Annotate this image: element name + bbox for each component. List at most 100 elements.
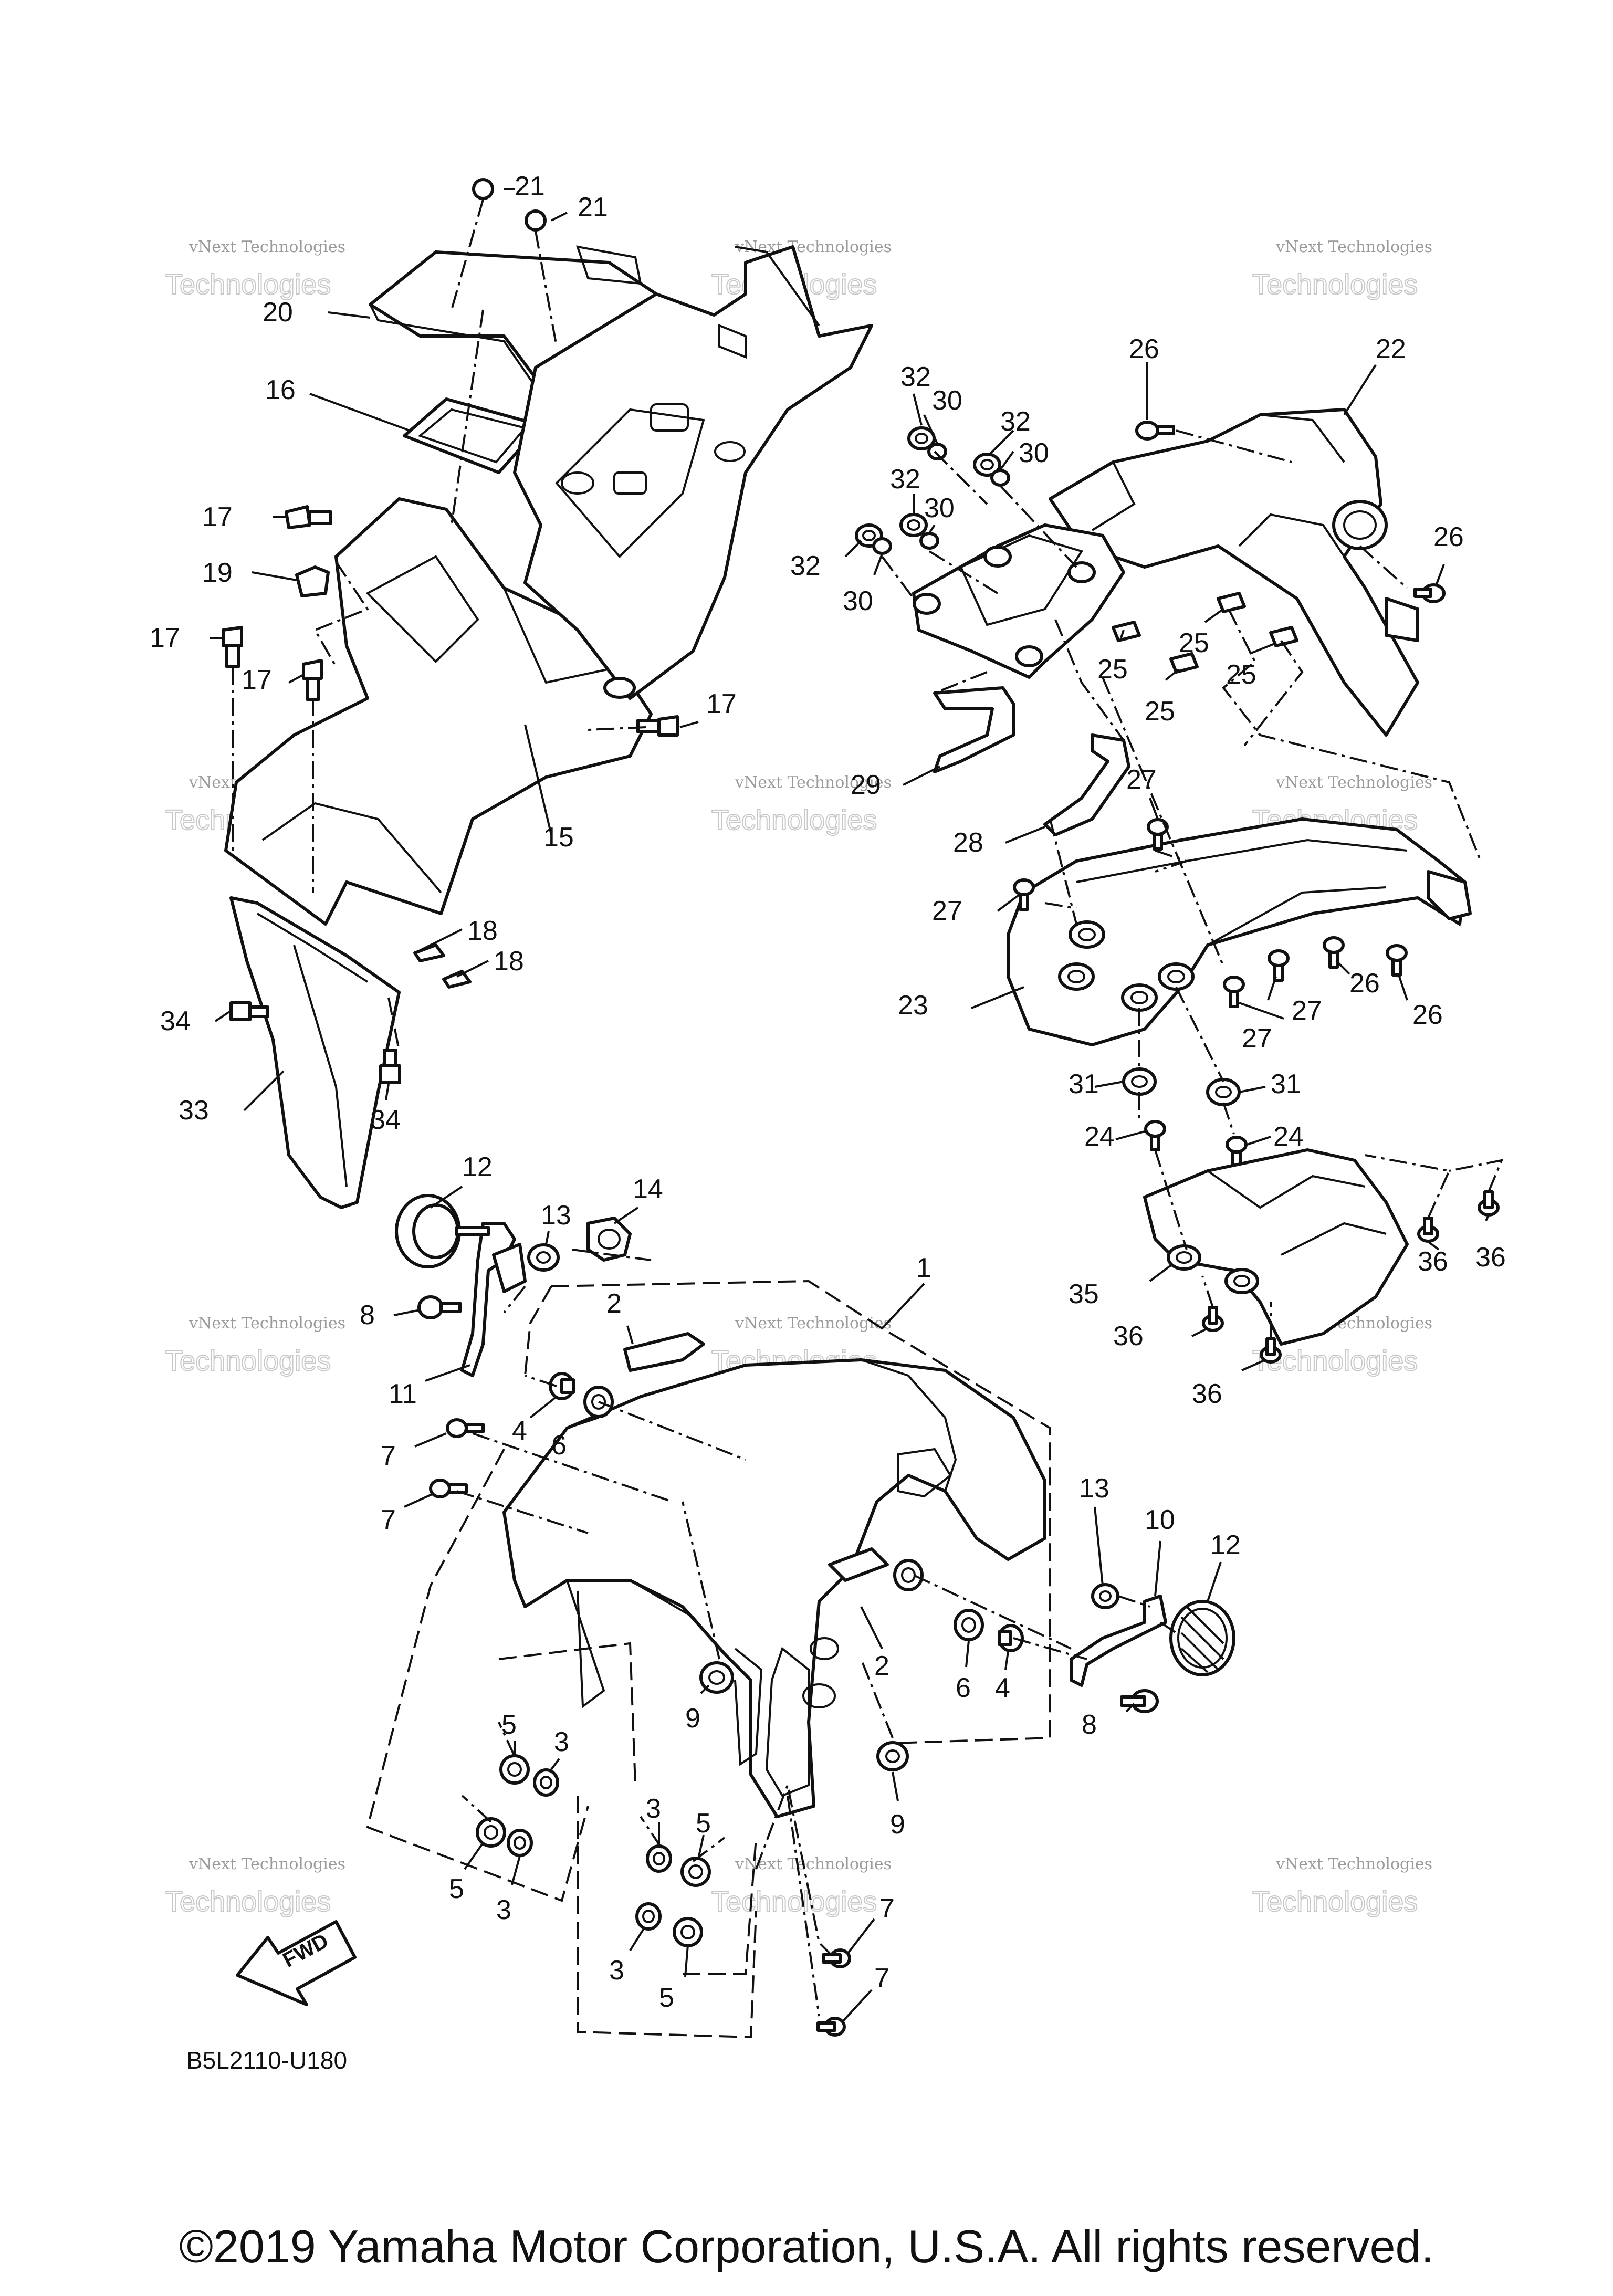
part-31-grommet — [1206, 1078, 1241, 1106]
callout-12: 12 — [1210, 1530, 1241, 1560]
callout-30: 30 — [1019, 438, 1049, 468]
watermark-top-right: vNext Technologies Technologies — [1252, 238, 1432, 301]
callout-1: 1 — [916, 1253, 931, 1283]
callout-21: 21 — [578, 192, 608, 223]
callout-7: 7 — [879, 1893, 895, 1924]
watermark-line2: Technologies — [165, 1886, 331, 1917]
part-9-collar — [876, 1741, 909, 1771]
callout-25: 25 — [1179, 628, 1209, 658]
callout-27: 27 — [1242, 1023, 1272, 1054]
watermark-line2: Technologies — [1252, 269, 1418, 300]
callout-12: 12 — [462, 1152, 493, 1182]
callout-13: 13 — [541, 1200, 571, 1231]
callout-7: 7 — [874, 1963, 889, 1994]
callout-7: 7 — [381, 1441, 396, 1471]
watermark-line1: vNext Technologies — [188, 1314, 345, 1333]
callout-26: 26 — [1349, 968, 1380, 999]
part-19-damper — [295, 565, 330, 597]
callout-26: 26 — [1412, 1000, 1443, 1030]
part-12-reflector — [395, 1194, 490, 1268]
fwd-arrow-icon: FWD — [236, 1920, 357, 2006]
part-27-screw — [1268, 949, 1290, 982]
part-30-washer — [919, 532, 939, 550]
watermark-line1: vNext Technologies — [188, 1855, 345, 1873]
callout-9: 9 — [685, 1703, 700, 1734]
part-17-bolt — [285, 505, 332, 529]
part-21-bolt — [525, 209, 547, 232]
diagram-code: B5L2110-U180 — [186, 2047, 347, 2074]
callout-27: 27 — [1292, 995, 1322, 1026]
part-25-clip — [1169, 652, 1199, 674]
callout-6: 6 — [551, 1430, 567, 1461]
callout-29: 29 — [851, 770, 881, 800]
watermark-top-left: vNext Technologies Technologies — [165, 238, 345, 301]
part-10-bracket — [1070, 1595, 1167, 1687]
part-13-nut — [527, 1243, 560, 1272]
part-5-grommet — [673, 1917, 703, 1947]
callout-8: 8 — [1082, 1710, 1097, 1740]
part-light-bracket — [912, 523, 1125, 679]
part-26-screw — [1323, 936, 1345, 969]
leader-lines — [210, 188, 1490, 2022]
part-18-clip — [442, 970, 472, 989]
callout-18: 18 — [494, 946, 524, 977]
part-36-screw — [1260, 1337, 1282, 1364]
callout-5: 5 — [659, 1983, 674, 2013]
callout-8: 8 — [360, 1300, 375, 1330]
part-36-screw — [1478, 1190, 1500, 1217]
callout-28: 28 — [953, 827, 983, 858]
part-4-collar — [549, 1372, 575, 1400]
callout-14: 14 — [633, 1174, 663, 1204]
callout-32: 32 — [890, 464, 920, 495]
part-26-screw — [1413, 583, 1446, 603]
part-7-screw — [822, 1948, 851, 1968]
part-5-grommet — [680, 1857, 711, 1887]
callout-11: 11 — [389, 1379, 417, 1409]
callout-10: 10 — [1145, 1505, 1175, 1535]
callout-5: 5 — [501, 1710, 517, 1740]
callout-16: 16 — [265, 375, 296, 405]
part-31-grommet — [1122, 1067, 1157, 1096]
part-36-screw — [1202, 1306, 1224, 1332]
callout-27: 27 — [1126, 764, 1157, 795]
part-34-bolt — [229, 1001, 269, 1021]
callout-22: 22 — [1376, 334, 1406, 364]
part-15-frame — [513, 245, 873, 700]
part-24-screw — [1226, 1136, 1248, 1167]
callout-24: 24 — [1273, 1121, 1304, 1152]
callout-3: 3 — [554, 1727, 569, 1757]
part-29-bracket — [933, 686, 1015, 773]
tail-cover-assembly — [855, 408, 1500, 1364]
callout-19: 19 — [202, 558, 233, 588]
watermark-line1: vNext Technologies — [188, 238, 345, 256]
part-27-screw — [1013, 878, 1035, 911]
part-1-front-fender — [502, 1358, 1046, 1818]
watermark-line2: Technologies — [1252, 1886, 1418, 1917]
part-32-nut — [973, 453, 1001, 477]
part-28-bracket — [1043, 733, 1130, 836]
part-30-washer — [990, 469, 1010, 487]
callout-2: 2 — [606, 1288, 622, 1319]
part-23-bracket — [1007, 817, 1467, 1046]
callout-24: 24 — [1084, 1121, 1115, 1152]
part-6-grommet — [893, 1559, 924, 1591]
callout-32: 32 — [900, 362, 931, 392]
watermark-line2: Technologies — [165, 269, 331, 300]
callout-17: 17 — [202, 502, 233, 532]
part-25-clip — [1217, 592, 1246, 613]
callout-36: 36 — [1475, 1242, 1506, 1273]
callout-20: 20 — [263, 297, 293, 328]
part-2-decal — [623, 1332, 705, 1372]
callout-2: 2 — [874, 1651, 889, 1681]
watermark-line2: Technologies — [165, 1345, 331, 1377]
part-3-collar — [533, 1768, 559, 1797]
part-5-grommet — [499, 1754, 530, 1785]
part-25-clip — [1112, 621, 1141, 642]
part-4-collar — [998, 1624, 1024, 1652]
callout-13: 13 — [1079, 1473, 1109, 1504]
watermark-bottom-right: vNext Technologies Technologies — [1252, 1855, 1432, 1918]
callout-35: 35 — [1069, 1279, 1099, 1309]
watermark-line1: vNext Technologies — [735, 238, 892, 256]
watermark-bottom-left: vNext Technologies Technologies — [165, 1855, 345, 1918]
